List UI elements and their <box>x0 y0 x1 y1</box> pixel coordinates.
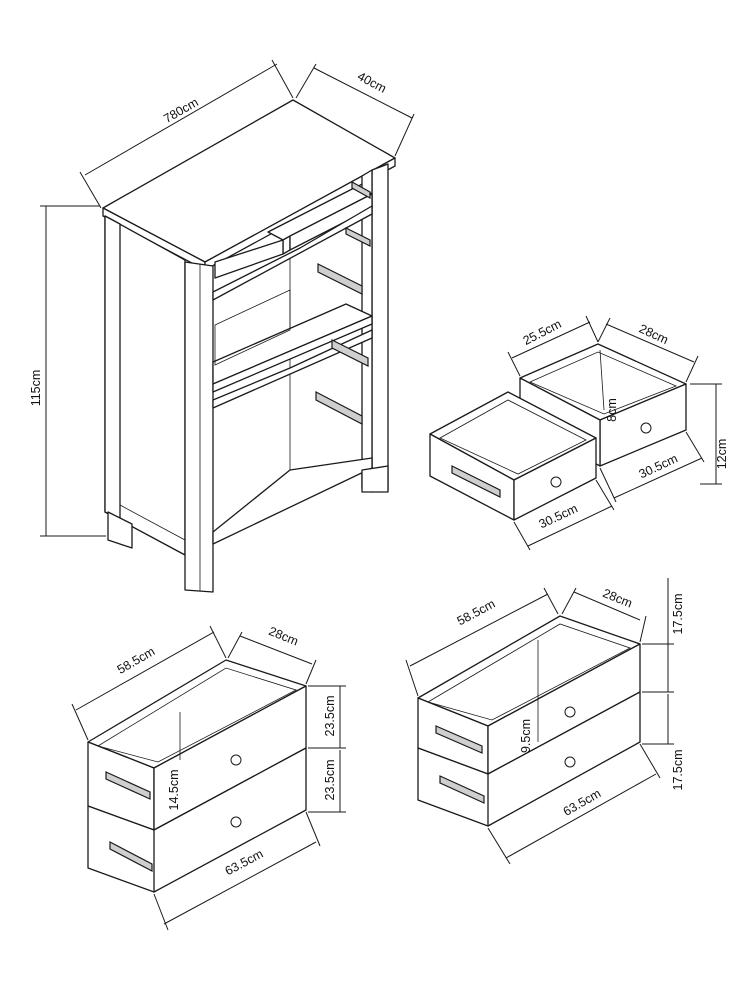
dim-small-drawer-height: 12cm <box>690 383 729 485</box>
label-large-drawer-inner-b: 9.5cm <box>519 719 533 753</box>
label-large-drawer-height-bottom-b: 17.5cm <box>671 750 685 791</box>
dim-large-drawer-height-bottom-b: 17.5cm <box>642 694 685 791</box>
cabinet-runner-1 <box>351 180 371 200</box>
cabinet-drawing: 780cm 40cm 115cm <box>29 59 415 593</box>
label-large-drawer-width-a: 58.5cm <box>115 644 158 677</box>
label-large-drawer-height-top-b: 17.5cm <box>671 594 685 635</box>
dim-large-drawer-height-top-b: 17.5cm <box>642 578 685 693</box>
label-small-drawer-front-a: 30.5cm <box>537 501 580 531</box>
label-large-drawer-height-bottom-a: 23.5cm <box>323 760 337 801</box>
large-drawers-a-drawing: 58.5cm 28cm 23.5cm 23.5cm 14.5cm <box>71 624 346 931</box>
label-large-drawer-depth-b: 28cm <box>601 586 635 610</box>
cabinet-runner-2 <box>345 227 371 247</box>
dim-large-drawer-height-top-a: 23.5cm <box>308 685 346 749</box>
label-small-drawer-front-b: 30.5cm <box>637 451 680 481</box>
large-drawers-b-drawing: 58.5cm 28cm 17.5cm 17.5cm 9.5cm <box>405 578 685 865</box>
label-small-drawer-depth: 28cm <box>637 322 671 348</box>
label-cabinet-width: 780cm <box>161 95 201 126</box>
small-drawers-drawing: 25.5cm 28cm 8cm 12cm 30.5cm <box>429 315 729 551</box>
dim-cabinet-height: 115cm <box>29 205 106 537</box>
label-large-drawer-height-top-a: 23.5cm <box>323 696 337 737</box>
label-large-drawer-inner-a: 14.5cm <box>167 770 181 811</box>
label-large-drawer-front-b: 63.5cm <box>561 786 604 819</box>
label-large-drawer-depth-a: 28cm <box>267 624 301 648</box>
label-small-drawer-height: 12cm <box>715 439 729 470</box>
cabinet-runner-3 <box>317 263 363 295</box>
cabinet-runner-5 <box>315 391 363 425</box>
label-cabinet-height: 115cm <box>29 370 43 407</box>
dim-large-drawer-height-bottom-a: 23.5cm <box>308 750 346 813</box>
cabinet-runner-4 <box>331 339 369 367</box>
label-small-drawer-inner-height: 8cm <box>605 398 619 422</box>
label-small-drawer-width: 25.5cm <box>521 317 564 348</box>
